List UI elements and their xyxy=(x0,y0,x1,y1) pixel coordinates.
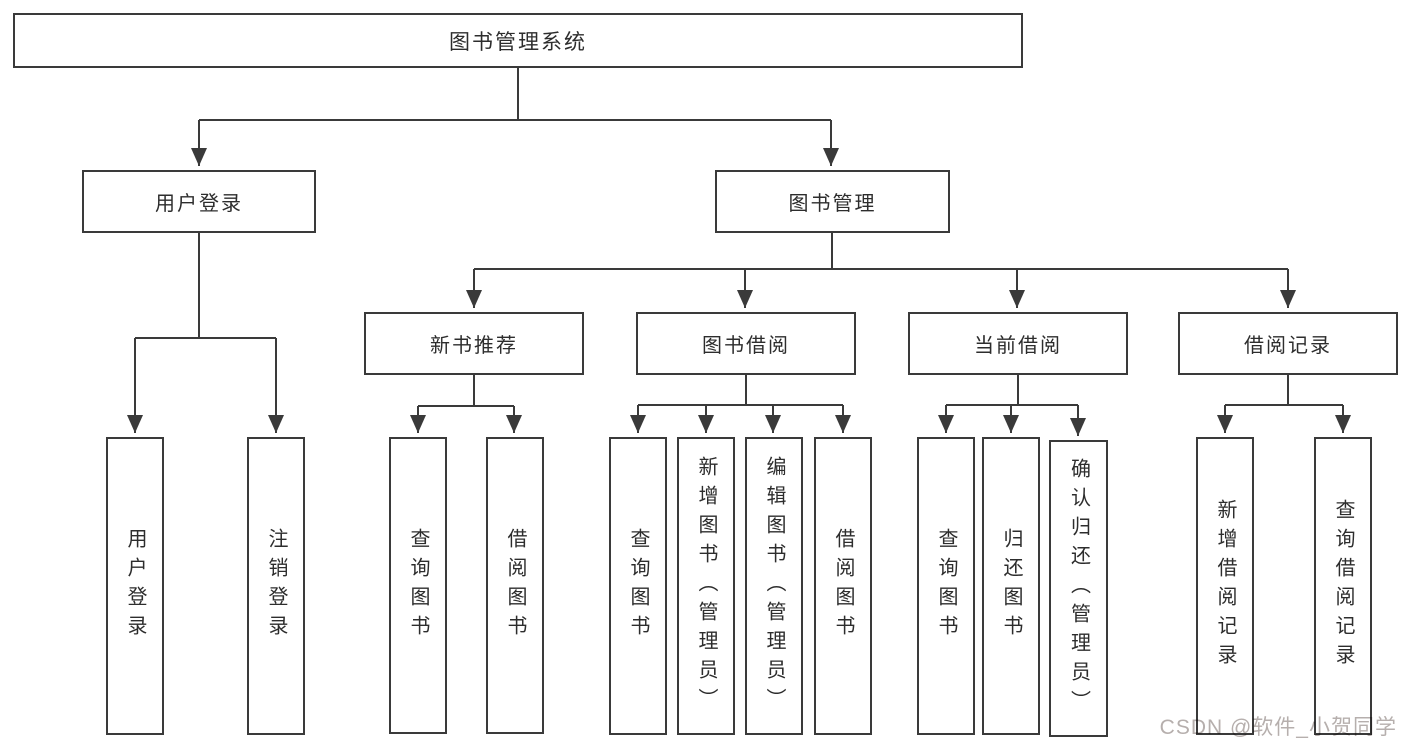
node-borrow-books-recommend-label: 借阅图书 xyxy=(504,527,526,644)
node-query-books-borrow-label: 查询图书 xyxy=(627,528,649,644)
node-user-login: 用户登录 xyxy=(106,437,164,735)
edge-newbook-branch xyxy=(410,375,522,433)
node-query-books-borrow: 查询图书 xyxy=(609,437,667,735)
node-add-borrow-record: 新增借阅记录 xyxy=(1196,437,1254,735)
node-query-borrow-record-label: 查询借阅记录 xyxy=(1332,499,1354,673)
edge-currentborrow-branch xyxy=(938,375,1086,436)
node-book-borrow: 图书借阅 xyxy=(636,312,856,375)
node-new-book-recommend: 新书推荐 xyxy=(364,312,584,375)
node-user-login-group: 用户登录 xyxy=(82,170,316,233)
edge-bookborrow-branch xyxy=(630,375,851,433)
node-return-books-label: 归还图书 xyxy=(1000,528,1022,644)
node-borrow-books: 借阅图书 xyxy=(814,437,872,735)
node-edit-book-admin-label: 编辑图书（管理员） xyxy=(763,455,785,717)
node-return-books: 归还图书 xyxy=(982,437,1040,735)
node-add-book-admin: 新增图书（管理员） xyxy=(677,437,735,735)
edge-bookmgmt-to-level3 xyxy=(466,232,1296,308)
node-confirm-return-admin: 确认归还（管理员） xyxy=(1049,440,1108,737)
node-book-management: 图书管理 xyxy=(715,170,950,233)
node-logout: 注销登录 xyxy=(247,437,305,735)
node-query-books-recommend-label: 查询图书 xyxy=(407,527,429,644)
node-logout-label: 注销登录 xyxy=(265,528,287,644)
node-query-books-current: 查询图书 xyxy=(917,437,975,735)
node-confirm-return-admin-label: 确认归还（管理员） xyxy=(1067,458,1090,719)
node-borrow-records: 借阅记录 xyxy=(1178,312,1398,375)
node-user-login-label: 用户登录 xyxy=(124,528,146,644)
node-borrow-books-recommend: 借阅图书 xyxy=(486,437,544,734)
node-edit-book-admin: 编辑图书（管理员） xyxy=(745,437,803,735)
node-add-borrow-record-label: 新增借阅记录 xyxy=(1214,499,1236,673)
edge-userlogin-branch xyxy=(127,232,284,433)
node-query-books-recommend: 查询图书 xyxy=(389,437,447,734)
node-system-root: 图书管理系统 xyxy=(13,13,1023,68)
edge-root-to-level2 xyxy=(191,68,839,166)
node-borrow-books-label: 借阅图书 xyxy=(832,528,854,644)
node-current-borrow: 当前借阅 xyxy=(908,312,1128,375)
node-query-borrow-record: 查询借阅记录 xyxy=(1314,437,1372,735)
edge-records-branch xyxy=(1217,375,1351,433)
csdn-watermark: CSDN @软件_小贺同学 xyxy=(1159,716,1397,739)
node-add-book-admin-label: 新增图书（管理员） xyxy=(695,455,717,717)
node-query-books-current-label: 查询图书 xyxy=(935,528,957,644)
